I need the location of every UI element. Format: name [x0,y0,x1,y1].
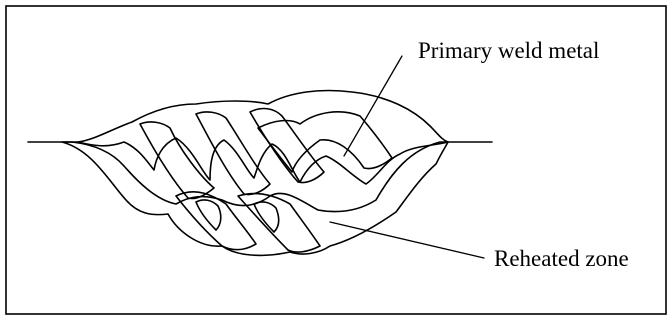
weld-bead [27,89,493,257]
reheated-zone-region [61,141,449,257]
weld-pass-band-3 [249,107,325,184]
weld-pass-band-1 [139,121,215,200]
label-primary-weld-metal: Primary weld metal [418,38,599,63]
leader-line-reheated-zone [329,221,485,259]
weld-pass-band-6 [237,192,321,253]
label-reheated-zone: Reheated zone [494,246,629,271]
weld-pass-band-2 [195,111,271,196]
weld-pass-band-4 [257,111,393,173]
primary-remnant-lobe-2 [253,201,280,233]
leader-line-primary-weld-metal [343,55,403,157]
weld-pass-band-5 [175,191,257,251]
primary-remnant-lobe-1 [195,199,222,231]
primary-weld-metal-region [77,89,449,185]
figure-frame [5,5,667,315]
